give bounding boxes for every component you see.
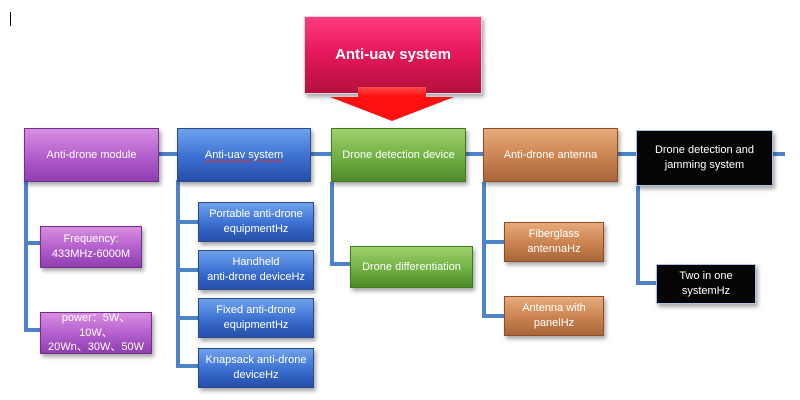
two-in-one-system-box: Two in one systemHz bbox=[656, 264, 756, 304]
panel-antenna-box: Antenna with panelHz bbox=[504, 296, 604, 336]
module-connector-vertical bbox=[24, 180, 28, 332]
power-box: power：5W、10W、 20Wn、30W、50W bbox=[40, 312, 152, 354]
system-connector-branch bbox=[176, 268, 198, 272]
detection-connector-vertical bbox=[330, 182, 334, 266]
down-arrow-stem bbox=[358, 87, 426, 97]
system-connector-branch bbox=[176, 364, 198, 368]
anti-uav-system-box: Anti-uav system bbox=[177, 128, 311, 182]
jamming-connector-vertical bbox=[636, 185, 640, 285]
portable-equipment-box: Portable anti-drone equipmentHz bbox=[198, 202, 314, 242]
antenna-connector-branch bbox=[482, 240, 504, 244]
text-cursor bbox=[10, 12, 11, 26]
anti-drone-module-box: Anti-drone module bbox=[24, 128, 159, 182]
knapsack-device-box: Knapsack anti-drone deviceHz bbox=[198, 348, 314, 388]
system-connector-vertical bbox=[176, 180, 180, 368]
module-connector-branch bbox=[24, 328, 42, 332]
down-arrow-icon bbox=[330, 97, 454, 121]
system-connector-branch bbox=[176, 316, 198, 320]
jamming-connector-branch bbox=[636, 281, 656, 285]
anti-uav-system-label: Anti-uav system bbox=[204, 148, 284, 161]
handheld-device-box: Handheld anti-drone deviceHz bbox=[198, 250, 314, 290]
drone-differentiation-box: Drone differentiation bbox=[350, 246, 473, 288]
antenna-connector-vertical bbox=[482, 182, 486, 318]
main-connector-line bbox=[150, 152, 785, 156]
fixed-equipment-box: Fixed anti-drone equipmentHz bbox=[198, 298, 314, 338]
anti-drone-antenna-box: Anti-drone antenna bbox=[483, 128, 618, 182]
detection-jamming-system-box: Drone detection and jamming system bbox=[636, 130, 773, 186]
system-connector-branch bbox=[176, 220, 198, 224]
drone-detection-device-box: Drone detection device bbox=[331, 128, 466, 182]
diagram-title: Anti-uav system bbox=[304, 16, 482, 94]
detection-connector-branch bbox=[330, 262, 350, 266]
module-connector-branch bbox=[24, 241, 42, 245]
frequency-box: Frequency: 433MHz-6000M bbox=[40, 226, 142, 268]
fiberglass-antenna-box: Fiberglass antennaHz bbox=[504, 222, 604, 262]
antenna-connector-branch bbox=[482, 314, 504, 318]
